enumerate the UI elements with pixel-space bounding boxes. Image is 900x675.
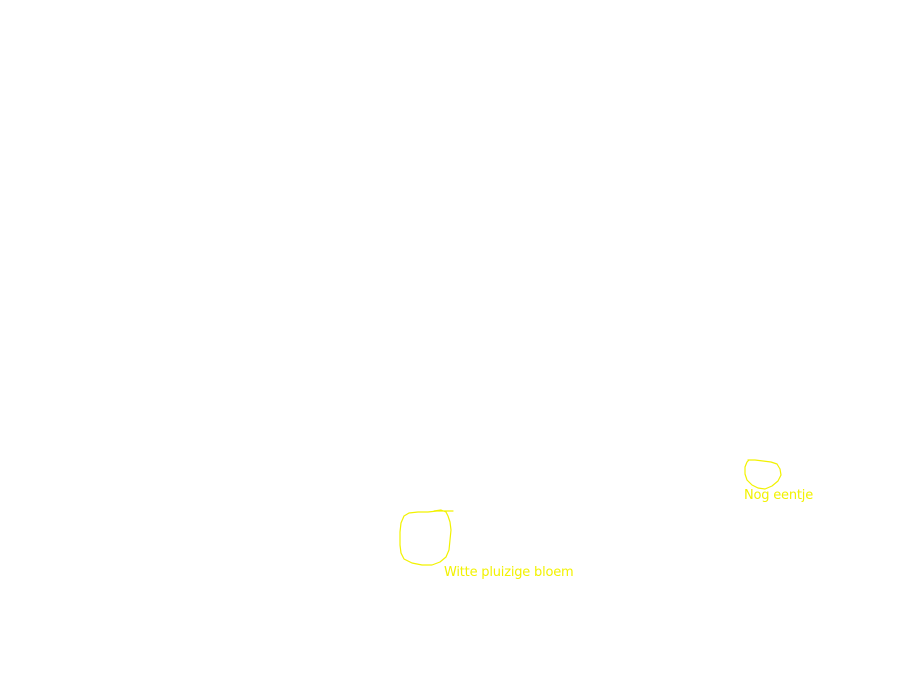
circled-second-outline: [744, 459, 782, 490]
circled-flower-outline: [399, 509, 454, 566]
annotation-label-another: Nog eentje: [744, 488, 814, 503]
annotation-label-flower: Witte pluizige bloem: [444, 565, 574, 580]
